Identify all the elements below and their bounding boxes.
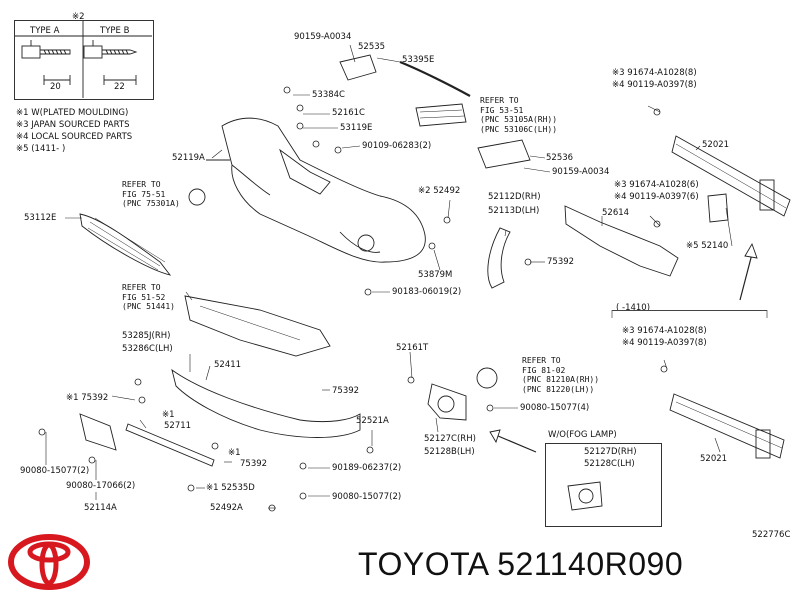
part-label: 52492A [210,503,243,513]
refer-fig-81-02: REFER TO FIG 81-02 (PNC 81210A(RH)) (PNC… [522,356,600,394]
part-label: 53879M [418,270,453,280]
part-label: 53384C [312,90,345,100]
legend-note-symbol: ※2 [72,12,85,22]
part-label: ※2 52492 [418,186,461,196]
part-label: 52161C [332,108,365,118]
part-label: 75392 [332,386,360,396]
part-label: 53112E [24,213,57,223]
part-label: 52536 [546,153,574,163]
part-label: 53119E [340,123,373,133]
part-label: 90080-15077(4) [520,403,590,413]
toyota-logo-icon [8,534,90,590]
part-label: 90080-17066(2) [66,481,136,491]
note-marker: ※1 [162,410,175,420]
legend-note-3: ※3 JAPAN SOURCED PARTS [16,120,130,130]
part-label: 75392 [547,257,575,267]
part-label: 52535 [358,42,386,52]
part-label: ※4 90119-A0397(6) [614,192,699,202]
bumper-cover-lower-drawing [171,368,361,438]
part-label: 53285J(RH) [122,331,171,341]
fog-box-title: W/O(FOG LAMP) [548,430,617,440]
bumper-reinforcement-upper-drawing [671,135,791,217]
part-label: 52113D(LH) [488,206,540,216]
part-label: 52128B(LH) [424,447,475,457]
refer-fig-53-51: REFER TO FIG 53-51 (PNC 53105A(RH)) (PNC… [480,96,558,134]
type-b-label: TYPE B [100,26,130,36]
legend-note-4: ※4 LOCAL SOURCED PARTS [16,132,133,142]
part-label: 90159-A0034 [294,32,352,42]
part-label: ※5 52140 [686,241,729,251]
part-label: 53395E [402,55,435,65]
part-label: 75392 [240,459,268,469]
part-label: 52114A [84,503,117,513]
part-label: 52614 [602,208,630,218]
part-label: 52411 [214,360,242,370]
bracket-date-range: ( -1410) [616,303,651,313]
part-label: 52127C(RH) [424,434,476,444]
part-label: ※3 91674-A1028(6) [614,180,699,190]
refer-fig-75-51: REFER TO FIG 75-51 (PNC 75301A) [122,180,180,208]
type-a-label: TYPE A [30,26,60,36]
part-label: 52711 [164,421,192,431]
part-label: 52127D(RH) [584,447,637,457]
part-label: 52119A [172,153,205,163]
part-label: ※4 90119-A0397(8) [612,80,697,90]
part-label: ※3 91674-A1028(8) [622,326,707,336]
without-fog-lamp-box [545,443,662,527]
part-label: 90109-06283(2) [362,141,432,151]
type-a-dimension: 20 [50,82,61,92]
part-label: 90080-15077(2) [332,492,402,502]
refer-fig-51-52: REFER TO FIG 51-52 (PNC 51441) [122,283,175,311]
type-b-dimension: 22 [114,82,125,92]
part-label: ※4 90119-A0397(8) [622,338,707,348]
illustration-code: 522776C [752,530,791,540]
part-label: 52128C(LH) [584,459,635,469]
part-label: 53286C(LH) [122,344,173,354]
part-label: 90183-06019(2) [392,287,462,297]
part-label: 52021 [702,140,730,150]
part-label: ※1 52535D [206,483,255,493]
part-label: 90080-15077(2) [20,466,90,476]
lower-grille-drawing [79,213,172,276]
legend-note-5: ※5 (1411- ) [16,144,66,154]
date-range-bracket [612,310,767,325]
brand-part-number: TOYOTA 521140R090 [358,546,684,582]
part-label: 90159-A0034 [552,167,610,177]
note-marker: ※1 [228,448,241,458]
part-label: 90189-06237(2) [332,463,402,473]
part-label: 52021 [700,454,728,464]
part-label: ※1 75392 [66,393,109,403]
part-label: 52112D(RH) [488,192,541,202]
fastener-type-legend [14,20,154,100]
screw-type-a-drawing [21,40,71,85]
bumper-reinforcement-lower-drawing [669,393,785,459]
screw-type-b-drawing [83,40,138,85]
legend-note-1: ※1 W(PLATED MOULDING) [16,108,129,118]
part-label: ※3 91674-A1028(8) [612,68,697,78]
part-label: 52161T [396,343,429,353]
part-label: 52521A [356,416,389,426]
bumper-cover-upper-drawing [206,117,426,263]
